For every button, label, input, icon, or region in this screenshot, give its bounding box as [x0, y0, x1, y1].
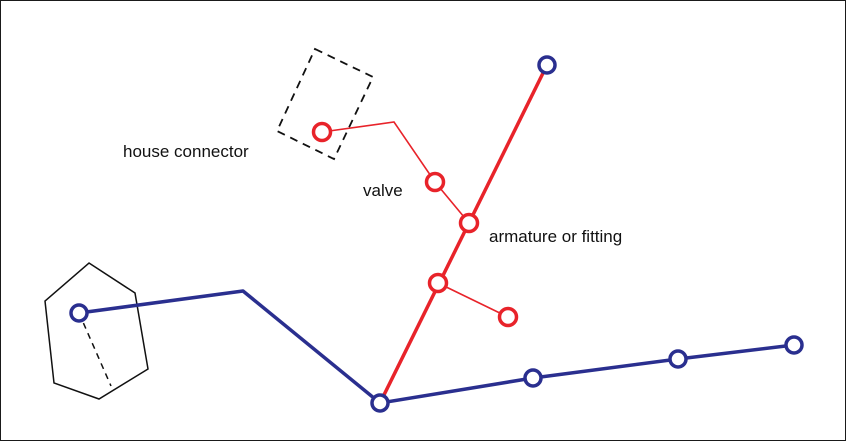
node-house-connector — [311, 121, 333, 143]
node-armature — [458, 212, 480, 234]
node-service-end — [537, 55, 557, 75]
node-fitting — [427, 272, 449, 294]
node-building — [69, 303, 89, 323]
node-main-3 — [784, 335, 804, 355]
fitting-branch-line — [437, 282, 509, 318]
building-outline — [44, 262, 149, 400]
node-valve — [424, 171, 446, 193]
node-main-2 — [668, 349, 688, 369]
main-line-west — [78, 289, 382, 405]
label-house-connector: house connector — [123, 142, 249, 161]
building-connector-dashed — [78, 312, 112, 387]
node-junction — [370, 393, 390, 413]
node-fitting-branch — [497, 306, 519, 328]
label-valve: valve — [363, 181, 403, 200]
node-main-1 — [523, 368, 543, 388]
label-armature: armature or fitting — [489, 227, 622, 246]
house-connector-box — [275, 47, 375, 161]
main-line-east — [379, 343, 795, 405]
house-connector-line — [321, 121, 470, 224]
service-line — [378, 64, 549, 404]
